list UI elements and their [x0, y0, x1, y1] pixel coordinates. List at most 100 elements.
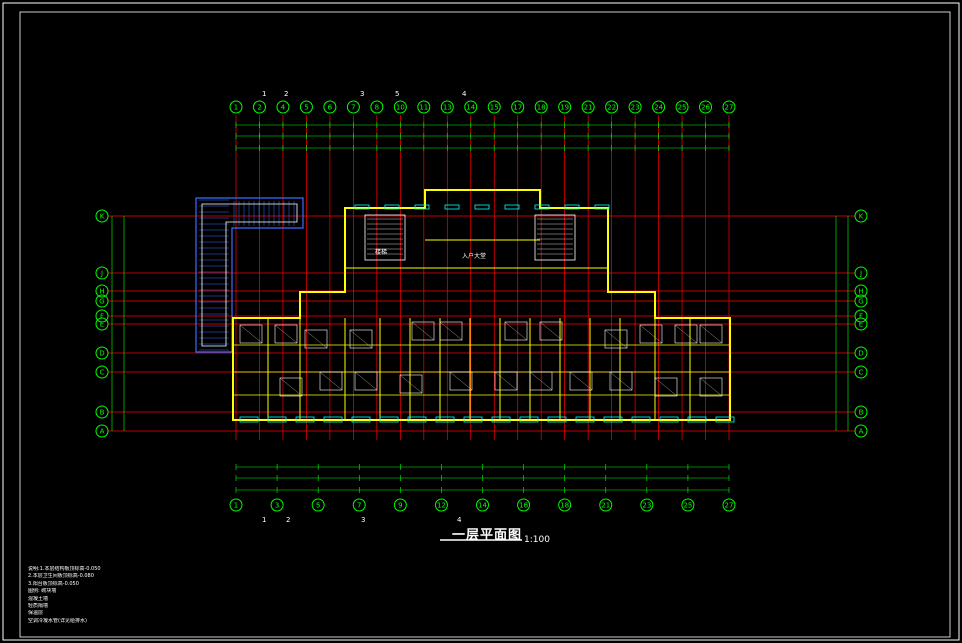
exterior-wall — [232, 189, 731, 421]
furniture — [639, 324, 663, 344]
furniture-diag — [349, 329, 373, 349]
section-mark-bottom: 3 — [361, 516, 365, 524]
facade-window — [239, 416, 259, 423]
section-mark-top: 3 — [360, 90, 364, 98]
bottom-axis-23-circle — [640, 498, 654, 512]
top-axis-24-circle — [652, 100, 666, 114]
top-axis-17-label: 17 — [513, 104, 522, 112]
facade-window — [351, 416, 371, 423]
bottom-axis-25-label: 25 — [683, 502, 692, 510]
rear-window — [564, 204, 580, 210]
furniture-diag — [354, 371, 378, 391]
rear-window — [444, 204, 460, 210]
facade-window — [267, 416, 287, 423]
bottom-axis-14-label: 14 — [478, 502, 487, 510]
top-axis-2-circle — [252, 100, 266, 114]
bottom-axis-27-label: 27 — [725, 502, 734, 510]
top-axis-26-label: 26 — [701, 104, 710, 112]
stair-core-1 — [534, 214, 576, 261]
top-axis-8-label: 8 — [375, 104, 379, 112]
bottom-axis-25-circle — [681, 498, 695, 512]
facade-window — [463, 416, 483, 423]
furniture-diag — [674, 324, 698, 344]
right-axis-G-circle — [854, 294, 868, 308]
left-axis-B-label: B — [100, 409, 105, 417]
furniture-diag — [411, 321, 435, 341]
entry-label: 入户大堂 — [462, 252, 486, 260]
section-mark-bottom: 1 — [262, 516, 266, 524]
furniture — [529, 371, 553, 391]
furniture-diag — [449, 371, 473, 391]
bottom-axis-16-circle — [517, 498, 531, 512]
left-axis-K-circle — [95, 209, 109, 223]
furniture — [439, 321, 463, 341]
note-line: 3.阳台板顶标高-0.050 — [28, 580, 79, 587]
top-axis-4-circle — [276, 100, 290, 114]
left-axis-E-circle — [95, 317, 109, 331]
dimension-lines — [111, 122, 849, 493]
bottom-axis-21-label: 21 — [601, 502, 610, 510]
furniture — [274, 324, 298, 344]
furniture-diag — [699, 324, 723, 344]
bottom-axis-1-circle — [229, 498, 243, 512]
left-axis-B-circle — [95, 405, 109, 419]
right-axis-J-label: J — [859, 270, 862, 278]
top-axis-11-label: 11 — [419, 104, 428, 112]
note-line: 空调冷凝水管(详见给排水) — [28, 617, 87, 624]
terrace-inner-outline — [201, 203, 298, 347]
rear-window — [354, 204, 370, 210]
top-axis-2-label: 2 — [257, 104, 261, 112]
top-axis-1-circle — [229, 100, 243, 114]
drawing-scale: 1:100 — [524, 535, 550, 545]
top-axis-18-circle — [534, 100, 548, 114]
facade-window — [631, 416, 651, 423]
right-axis-G-label: G — [858, 298, 863, 306]
left-axis-G-circle — [95, 294, 109, 308]
furniture — [569, 371, 593, 391]
furniture — [304, 329, 328, 349]
top-axis-27-circle — [722, 100, 736, 114]
furniture — [674, 324, 698, 344]
note-line: 说明:1.本层结构板顶标高-0.050 — [28, 566, 101, 572]
bottom-axis-9-label: 9 — [398, 502, 402, 510]
note-line: 轻质隔墙 — [28, 603, 49, 610]
right-axis-B-label: B — [859, 409, 864, 417]
top-axis-8-circle — [370, 100, 384, 114]
left-axis-F-circle — [95, 309, 109, 323]
top-axis-1-label: 1 — [234, 104, 238, 112]
rear-window — [594, 204, 610, 210]
bottom-axis-18-circle — [558, 498, 572, 512]
right-axis-B-circle — [854, 405, 868, 419]
bottom-axis-5-label: 5 — [316, 502, 320, 510]
left-axis-H-label: H — [99, 288, 104, 296]
furniture-diag — [609, 371, 633, 391]
section-mark-top: 5 — [395, 90, 399, 98]
right-axis-H-label: H — [858, 288, 863, 296]
top-axis-22-label: 22 — [607, 104, 616, 112]
bottom-axis-3-label: 3 — [275, 502, 279, 510]
bottom-axis-21-circle — [599, 498, 613, 512]
facade-window — [547, 416, 567, 423]
furniture — [354, 371, 378, 391]
facade-window — [659, 416, 679, 423]
right-axis-K-label: K — [859, 213, 864, 221]
top-axis-27-label: 27 — [725, 104, 734, 112]
facade-window — [575, 416, 595, 423]
rear-window — [384, 204, 400, 210]
bottom-axis-18-label: 18 — [560, 502, 569, 510]
bottom-axis-12-label: 12 — [437, 502, 446, 510]
right-axis-D-label: D — [858, 350, 863, 358]
furniture-diag — [279, 377, 303, 397]
furniture-diag — [399, 374, 423, 394]
facade-window — [295, 416, 315, 423]
furniture — [699, 377, 723, 397]
left-axis-G-label: G — [99, 298, 104, 306]
left-axis-D-circle — [95, 346, 109, 360]
left-axis-H-circle — [95, 284, 109, 298]
right-axis-C-circle — [854, 365, 868, 379]
top-axis-23-circle — [628, 100, 642, 114]
facade-window — [407, 416, 427, 423]
